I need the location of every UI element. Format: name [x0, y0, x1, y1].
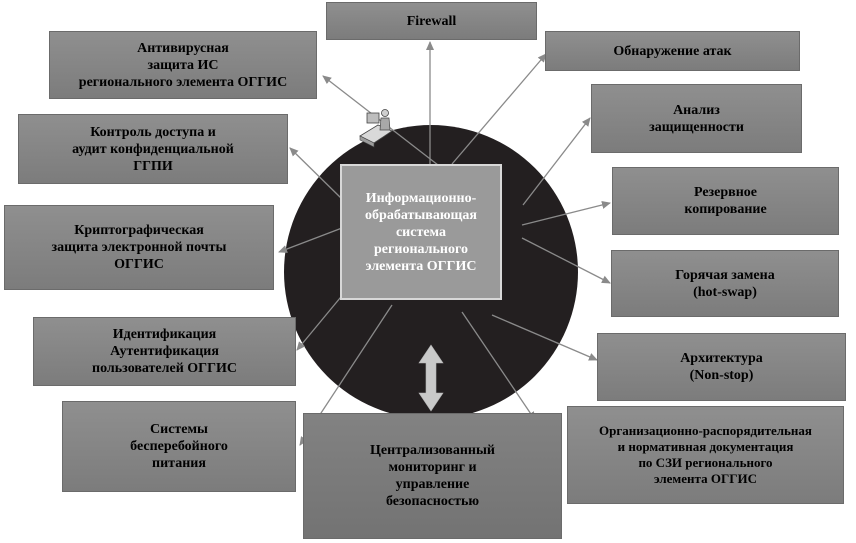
arrow-documentation: [461, 311, 536, 421]
arrow-backup: [521, 201, 611, 226]
arrow-identification: [296, 291, 346, 351]
node-hot-swap: Горячая замена (hot-swap): [611, 250, 839, 317]
arrow-access-control: [289, 147, 344, 201]
node-access-control: Контроль доступа и аудит конфиденциально…: [18, 114, 288, 184]
arrow-security-analysis: [522, 117, 591, 206]
node-antivirus: Антивирусная защита ИС регионального эле…: [49, 31, 317, 99]
arrow-hot-swap: [521, 237, 611, 284]
node-architecture: Архитектура (Non-stop): [597, 333, 846, 401]
node-documentation: Организационно-распорядительная и нормат…: [567, 406, 844, 504]
center-box: Информационно- обрабатывающая система ре…: [340, 164, 502, 300]
arrow-attack-detection: [451, 53, 547, 165]
node-firewall: Firewall: [326, 2, 537, 40]
node-email-crypto: Криптографическая защита электронной поч…: [4, 205, 274, 290]
computer-user-icon: [359, 109, 393, 148]
node-attack-detection: Обнаружение атак: [545, 31, 800, 71]
node-backup: Резервное копирование: [612, 167, 839, 235]
node-monitoring: Централизованный мониторинг и управление…: [303, 413, 562, 539]
double-arrow-monitoring: [418, 344, 444, 412]
node-security-analysis: Анализ защищенности: [591, 84, 802, 153]
arrow-email-crypto: [278, 227, 343, 253]
node-ups: Системы бесперебойного питания: [62, 401, 296, 492]
node-identification: Идентификация Аутентификация пользовател…: [33, 317, 296, 386]
arrow-architecture: [491, 314, 598, 361]
